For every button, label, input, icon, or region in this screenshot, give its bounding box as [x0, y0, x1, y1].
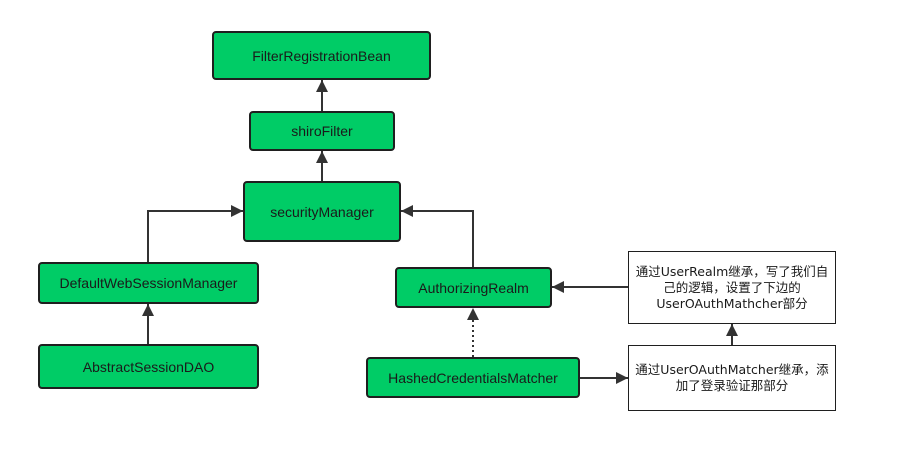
authorizing-realm-node: AuthorizingRealm — [395, 267, 552, 308]
security-manager-node: securityManager — [243, 181, 401, 242]
hashed-credentials-matcher-node: HashedCredentialsMatcher — [366, 357, 580, 398]
filter-registration-bean-node: FilterRegistrationBean — [212, 31, 431, 80]
shiro-filter-node: shiroFilter — [249, 111, 395, 151]
edge-hashedcredentialsmatcher-to-useroauthmatchernote-arrowhead — [616, 372, 628, 384]
user-oauth-matcher-note: 通过UserOAuthMatcher继承，添加了登录验证那部分 — [628, 345, 836, 411]
edge-userrealmnote-to-authorizingrealm-arrowhead — [552, 281, 564, 293]
edge-securitymanager-to-shirofilter-arrowhead — [316, 151, 328, 163]
edge-defaultwebsessionmanager-to-securitymanager-line — [147, 210, 243, 262]
edge-abstractsessiondao-to-defaultwebsessionmanager-arrowhead — [142, 304, 154, 316]
user-realm-note: 通过UserRealm继承，写了我们自己的逻辑，设置了下边的UserOAuthM… — [628, 251, 836, 324]
default-web-session-manager-node: DefaultWebSessionManager — [38, 262, 259, 304]
edge-useroauthmatchernote-to-userrealmnote-arrowhead — [726, 324, 738, 336]
edge-defaultwebsessionmanager-to-securitymanager-arrowhead — [231, 205, 243, 217]
abstract-session-dao-node: AbstractSessionDAO — [38, 344, 259, 389]
edge-authorizingrealm-to-securitymanager-line — [401, 210, 474, 267]
edge-shirofilter-to-filterregistrationbean-arrowhead — [316, 80, 328, 92]
edge-authorizingrealm-to-securitymanager-arrowhead — [401, 205, 413, 217]
edge-hashedcredentialsmatcher-to-authorizingrealm-arrowhead — [467, 308, 479, 320]
